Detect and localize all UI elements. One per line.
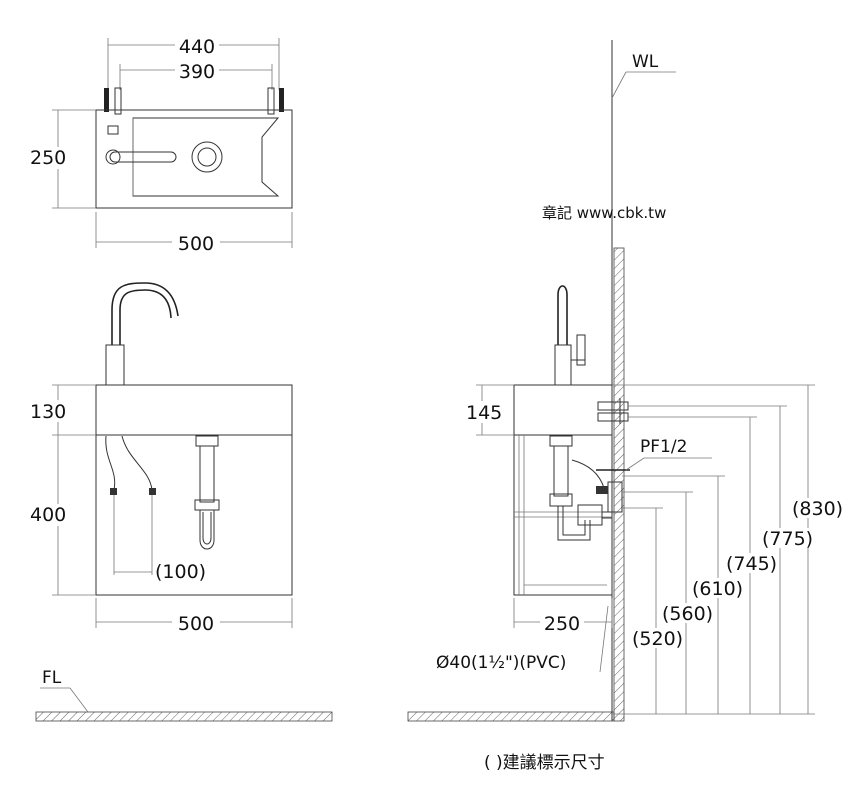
floor-left (35, 711, 333, 722)
side-view: WL 章記 www.cbk.tw (436, 40, 843, 722)
floor-right (407, 711, 615, 722)
basin-top-outline (95, 109, 293, 209)
dim-500-front-label: 500 (178, 613, 214, 635)
wl-label: WL (632, 52, 659, 72)
front-cabinet (95, 434, 293, 596)
wall (613, 247, 625, 722)
faucet-body (105, 344, 125, 386)
dim-500-top-label: 500 (178, 233, 214, 255)
right-handle-icon (279, 88, 284, 112)
fl-label: FL (42, 668, 62, 688)
height-830-label: (830) (792, 498, 843, 520)
side-drain-trap-icon (549, 435, 623, 541)
height-745-label: (745) (726, 553, 777, 575)
dim-250-label: 250 (30, 147, 66, 169)
side-faucet (557, 285, 568, 345)
drain-icon (191, 141, 223, 173)
height-610-label: (610) (692, 578, 743, 600)
dim-390-label: 390 (179, 61, 215, 83)
dim-100-label: (100) (155, 561, 206, 583)
basin-bowl (132, 117, 280, 197)
right-hose (121, 435, 153, 491)
side-cabinet (513, 434, 613, 596)
dim-145-label: 145 (466, 402, 502, 424)
top-view: 440 390 250 500 (28, 35, 293, 255)
front-top-slab (95, 384, 293, 436)
floor: FL (35, 668, 615, 722)
height-560-label: (560) (662, 603, 713, 625)
dim-400-label: 400 (30, 504, 66, 526)
pf-label: PF1/2 (640, 437, 687, 457)
dim-130-label: 130 (30, 401, 66, 423)
footnote: ( )建議標示尺寸 (484, 753, 605, 773)
left-handle-icon (104, 88, 109, 112)
front-view: (100) 130 400 500 (28, 282, 293, 635)
watermark: 章記 www.cbk.tw (542, 204, 666, 222)
side-top-slab (513, 384, 613, 436)
spout-top (109, 151, 177, 163)
faucet-spout (111, 282, 179, 345)
height-520-label: (520) (632, 628, 683, 650)
drain-spec-label: Ø40(1½")(PVC) (436, 653, 566, 673)
dim-440-label: 440 (179, 36, 215, 58)
left-hose (105, 435, 116, 491)
dim-side-250-label: 250 (544, 613, 580, 635)
height-775-label: (775) (762, 528, 813, 550)
drain-trap-icon (194, 435, 220, 550)
height-dimensions: (830) (775) (745) (610) (560) (520) (612, 384, 843, 715)
